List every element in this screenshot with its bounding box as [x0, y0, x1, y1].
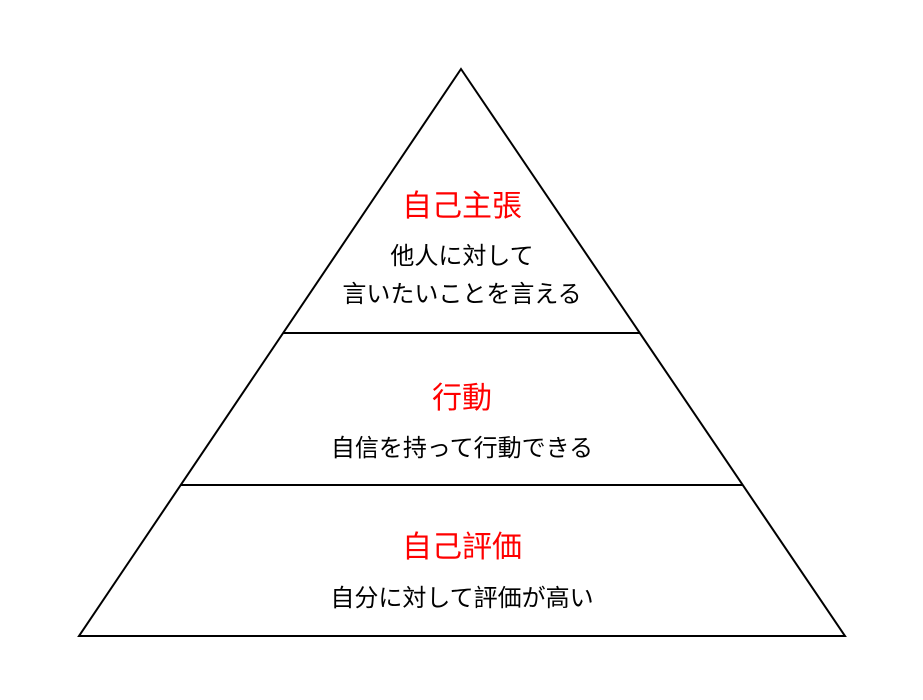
level-title: 行動	[432, 381, 492, 416]
level-description: 自分に対して評価が高い	[330, 584, 593, 612]
level-description: 自信を持って行動できる	[331, 434, 593, 462]
level-description: 他人に対して	[390, 242, 533, 270]
pyramid-outline	[77, 67, 847, 637]
level-title: 自己評価	[402, 530, 522, 565]
level-title: 自己主張	[402, 189, 522, 224]
level-bottom: 自己評価 自分に対して評価が高い	[330, 530, 593, 612]
level-description: 言いたいことを言える	[342, 280, 581, 308]
level-top: 自己主張 他人に対して 言いたいことを言える	[342, 189, 581, 308]
level-middle: 行動 自信を持って行動できる	[331, 381, 593, 462]
